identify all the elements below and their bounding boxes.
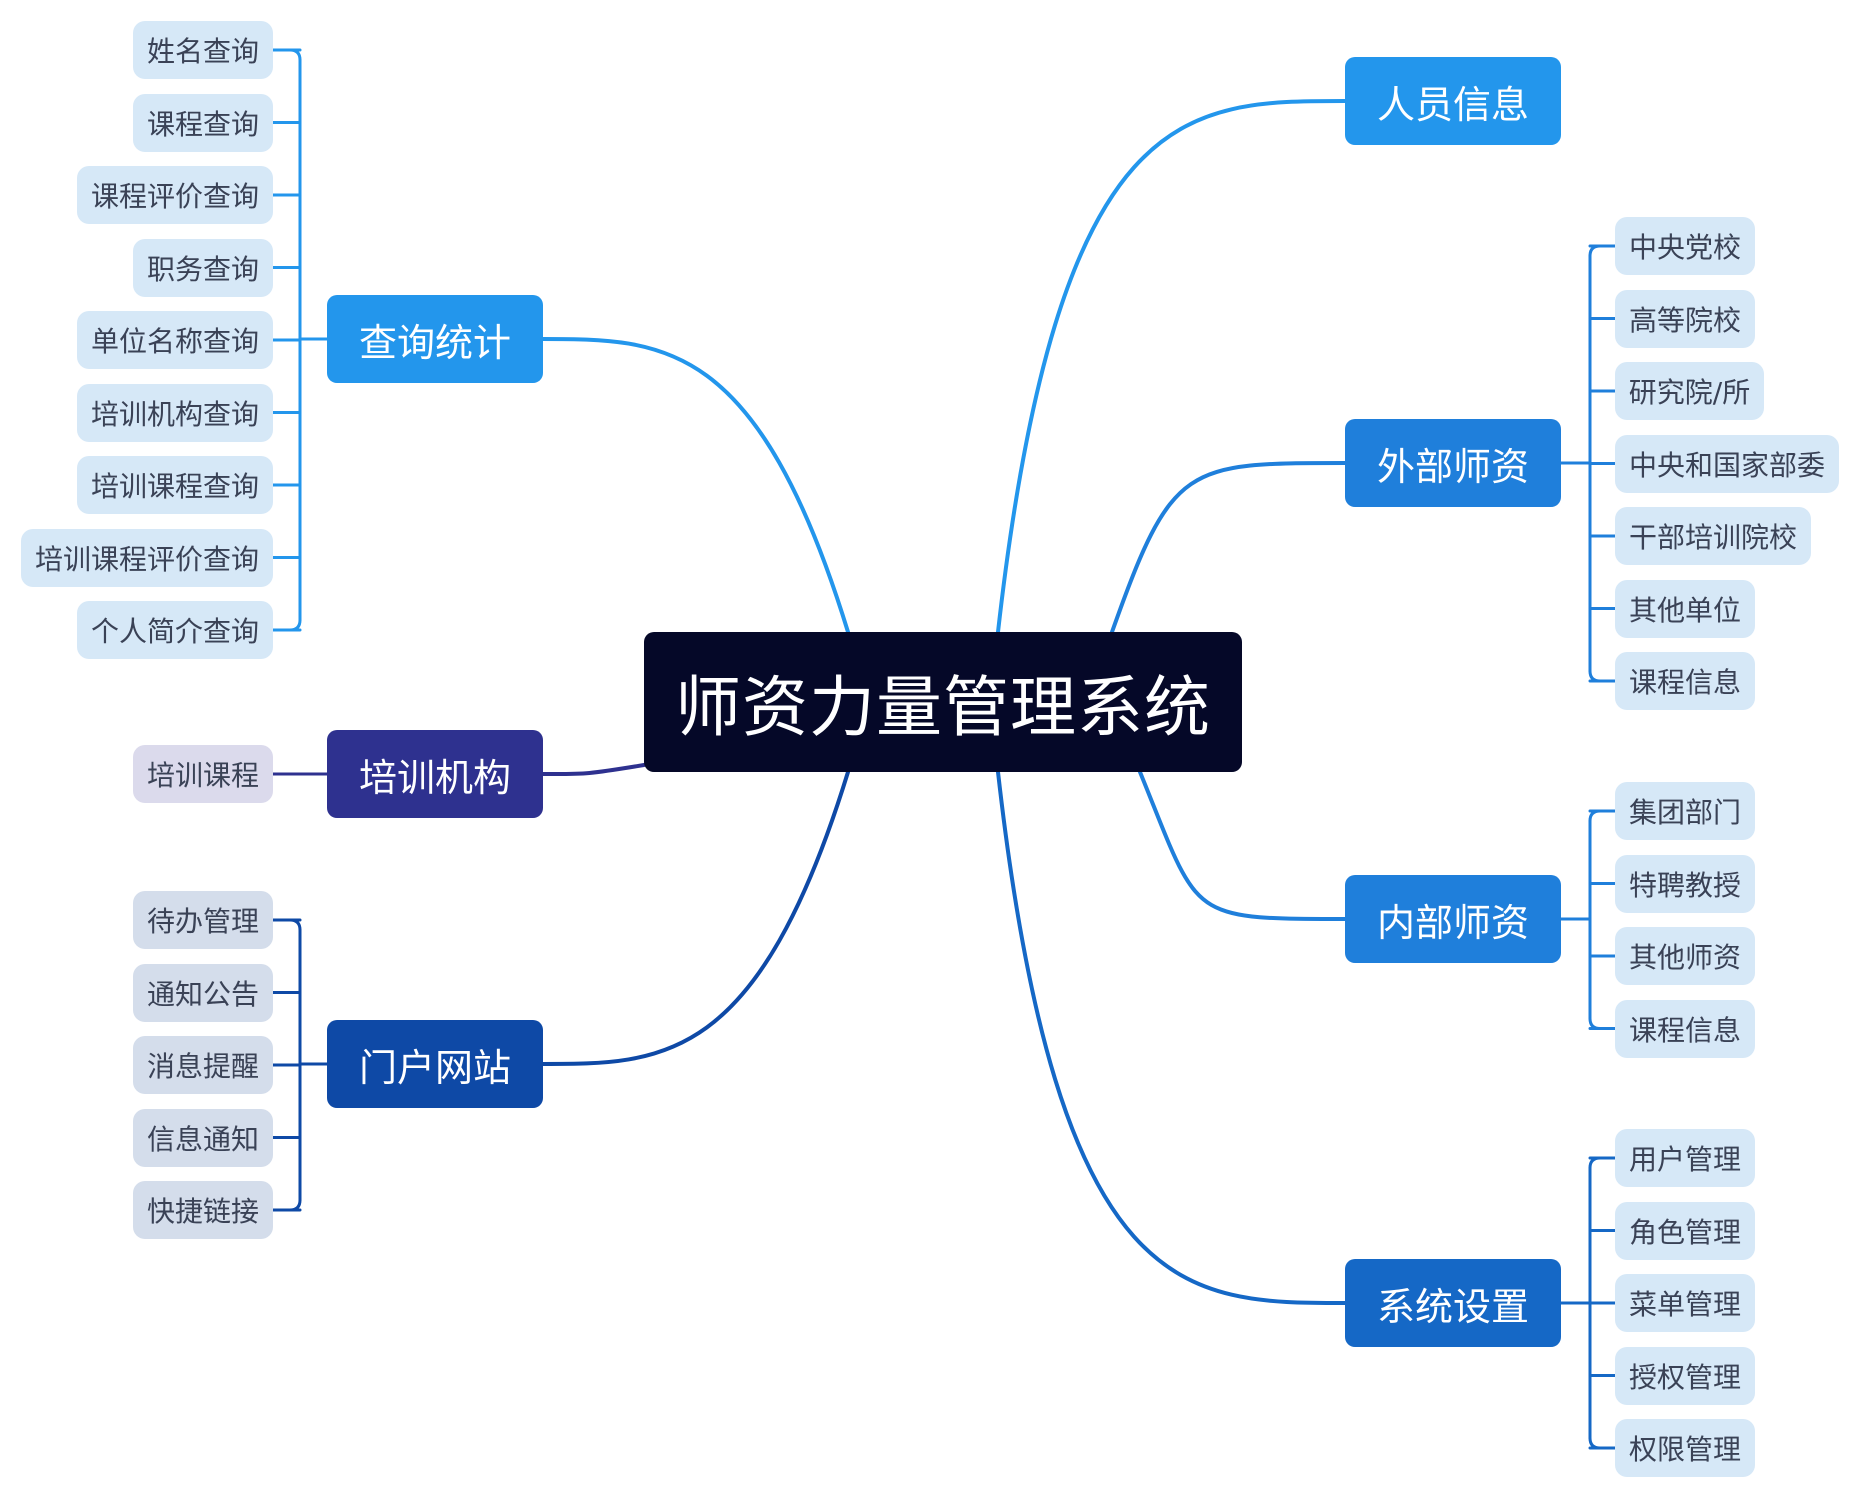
leaf-node: 课程信息	[1615, 999, 1755, 1058]
leaf-node: 集团部门	[1615, 782, 1755, 840]
connector-curve	[541, 770, 850, 1066]
leaf-node: 授权管理	[1615, 1346, 1755, 1405]
leaf-node: 待办管理	[133, 891, 273, 949]
leaf-node: 中央和国家部委	[1615, 434, 1839, 493]
leaf-node: 消息提醒	[133, 1036, 273, 1094]
leaf-node: 单位名称查询	[77, 311, 273, 369]
branch-node-system-settings: 系统设置	[1345, 1259, 1561, 1347]
root-node: 师资力量管理系统	[644, 632, 1242, 772]
branch-node-training-org: 培训机构	[327, 730, 543, 818]
leaf-node: 高等院校	[1615, 289, 1755, 348]
connector-curve	[541, 337, 850, 634]
leaf-node: 课程信息	[1615, 652, 1755, 710]
branch-node-personnel: 人员信息	[1345, 57, 1561, 145]
leaf-node: 用户管理	[1615, 1129, 1755, 1187]
connector-curve	[996, 99, 1347, 634]
leaf-node: 权限管理	[1615, 1419, 1755, 1477]
branch-node-portal: 门户网站	[327, 1020, 543, 1108]
branch-node-query-stats: 查询统计	[327, 295, 543, 383]
leaf-node: 其他师资	[1615, 927, 1755, 985]
connector-curve	[996, 770, 1347, 1305]
leaf-node: 培训课程查询	[77, 456, 273, 514]
leaf-node: 培训课程	[133, 745, 273, 803]
leaf-node: 干部培训院校	[1615, 507, 1811, 565]
leaf-node: 特聘教授	[1615, 854, 1755, 913]
connector-curve	[1138, 770, 1347, 921]
connector-curve	[1110, 461, 1347, 634]
leaf-node: 职务查询	[133, 238, 273, 297]
leaf-node: 中央党校	[1615, 217, 1755, 275]
branch-node-external-faculty: 外部师资	[1345, 419, 1561, 507]
branch-node-internal-faculty: 内部师资	[1345, 875, 1561, 963]
leaf-node: 菜单管理	[1615, 1274, 1755, 1332]
leaf-node: 课程查询	[133, 93, 273, 152]
leaf-node: 角色管理	[1615, 1201, 1755, 1260]
leaf-node: 培训课程评价查询	[21, 528, 273, 587]
leaf-node: 信息通知	[133, 1108, 273, 1167]
leaf-node: 快捷链接	[133, 1181, 273, 1239]
leaf-node: 通知公告	[133, 963, 273, 1022]
leaf-node: 其他单位	[1615, 579, 1755, 638]
leaf-node: 培训机构查询	[77, 383, 273, 442]
leaf-node: 研究院/所	[1615, 362, 1764, 420]
leaf-node: 课程评价查询	[77, 166, 273, 224]
leaf-node: 姓名查询	[133, 21, 273, 79]
connector-curve	[541, 763, 646, 777]
leaf-node: 个人简介查询	[77, 601, 273, 659]
